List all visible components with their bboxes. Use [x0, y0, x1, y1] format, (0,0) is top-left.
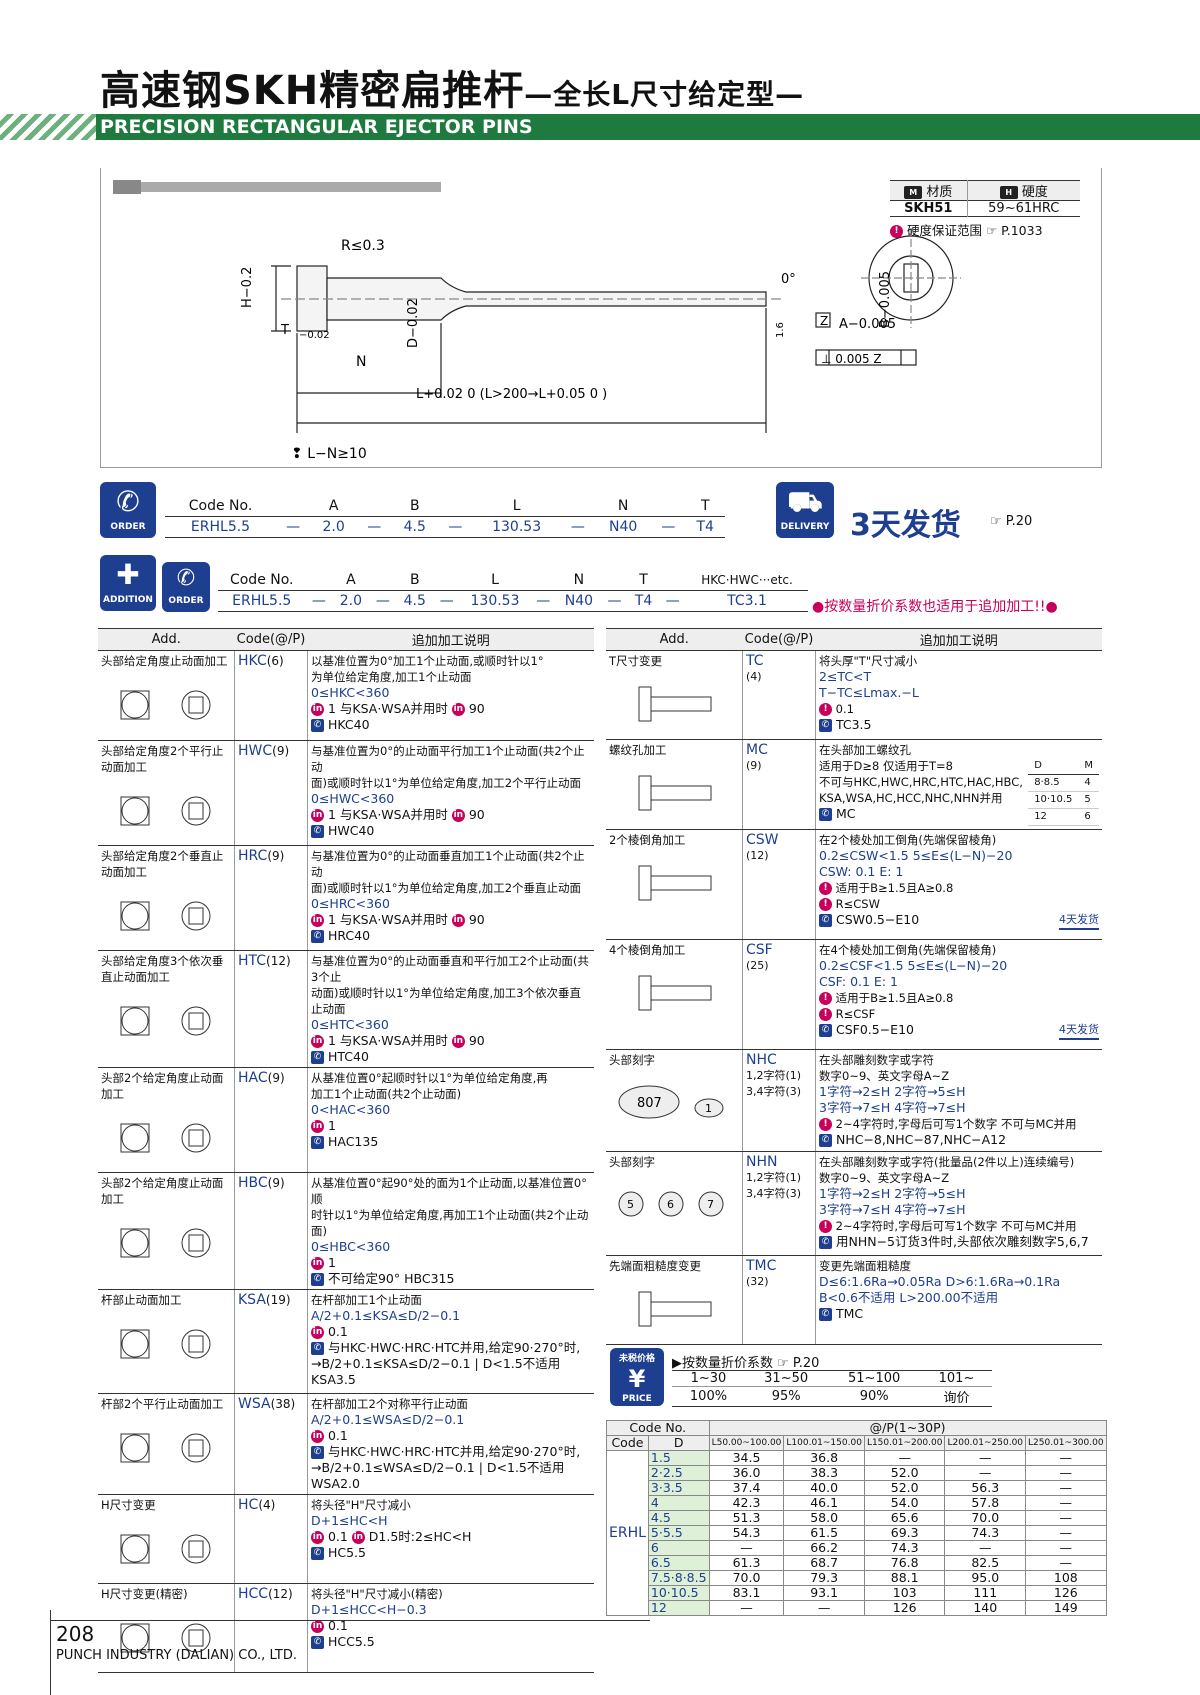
pin-drawing: R≤0.3 H−0.2 T −0.02 D−0.02 N L+0.02 0 (L…	[113, 180, 961, 462]
stripe-decoration	[0, 114, 96, 140]
roughness: 1.6	[775, 322, 786, 338]
drawing-area: R≤0.3 H−0.2 T −0.02 D−0.02 N L+0.02 0 (L…	[100, 168, 1102, 468]
add-row-hcc: H尺寸变更(精密)HCC(12)将头径"H"尺寸减小(精密)D+1≤HCC<H−…	[98, 1583, 594, 1673]
b-dimension: B−0.005	[878, 271, 893, 328]
addition-badge: ✚ADDITION	[100, 555, 156, 611]
discount-note: ●按数量折价系数也适用于追加加工!!●	[812, 599, 1058, 615]
a-dimension: A−0.005	[839, 317, 896, 332]
svg-text:7: 7	[707, 1198, 714, 1211]
company-name: PUNCH INDUSTRY (DALIAN) CO., LTD.	[56, 1648, 297, 1663]
delivery-ref: ☞ P.20	[990, 514, 1033, 529]
t-tolerance: −0.02	[299, 330, 330, 341]
perpendicularity: ⊥ 0.005 Z	[821, 352, 882, 366]
svg-text:1: 1	[705, 1102, 712, 1115]
z-label: Z	[820, 314, 828, 328]
zero-degree: 0°	[781, 272, 796, 287]
price-badge: 未税价格¥PRICE	[610, 1348, 664, 1406]
ln-note: ❢ L−N≥10	[291, 446, 367, 462]
footer-rule	[50, 1610, 51, 1695]
svg-text:5: 5	[627, 1198, 634, 1211]
addition-order-badge: ✆ORDER	[162, 562, 210, 612]
delivery-badge: ⛟DELIVERY	[776, 482, 834, 538]
title-bar	[0, 114, 1200, 140]
t-dimension: T	[280, 323, 289, 338]
l-dimension: L+0.02 0 (L>200→L+0.05 0 )	[416, 387, 607, 402]
page-title: 高速钢SKH精密扁推杆—全长L尺寸给定型—	[100, 68, 805, 114]
material-value: SKH51	[890, 200, 968, 217]
d-dimension: D−0.02	[406, 298, 421, 348]
svg-text:6: 6	[667, 1198, 674, 1211]
h-dimension: H−0.2	[240, 267, 255, 308]
page-number: 208	[56, 1622, 95, 1646]
hardness-value: 59~61HRC	[988, 201, 1060, 216]
n-dimension: N	[356, 354, 366, 370]
r-note: R≤0.3	[341, 238, 385, 254]
order-badge: ✆ORDER	[100, 482, 156, 538]
footer-hrule	[50, 1620, 650, 1621]
material-box: M 材质 H 硬度 SKH51 59~61HRC ! 硬度保证范围 ☞ P.10…	[890, 180, 1080, 239]
discount-title: ▶按数量折价系数 ☞ P.20	[672, 1356, 820, 1371]
delivery-text: 3天发货	[850, 508, 961, 543]
svg-text:807: 807	[637, 1096, 662, 1111]
hardness-guarantee: ! 硬度保证范围 ☞ P.1033	[890, 220, 1080, 239]
page-subtitle: PRECISION RECTANGULAR EJECTOR PINS	[100, 116, 533, 138]
